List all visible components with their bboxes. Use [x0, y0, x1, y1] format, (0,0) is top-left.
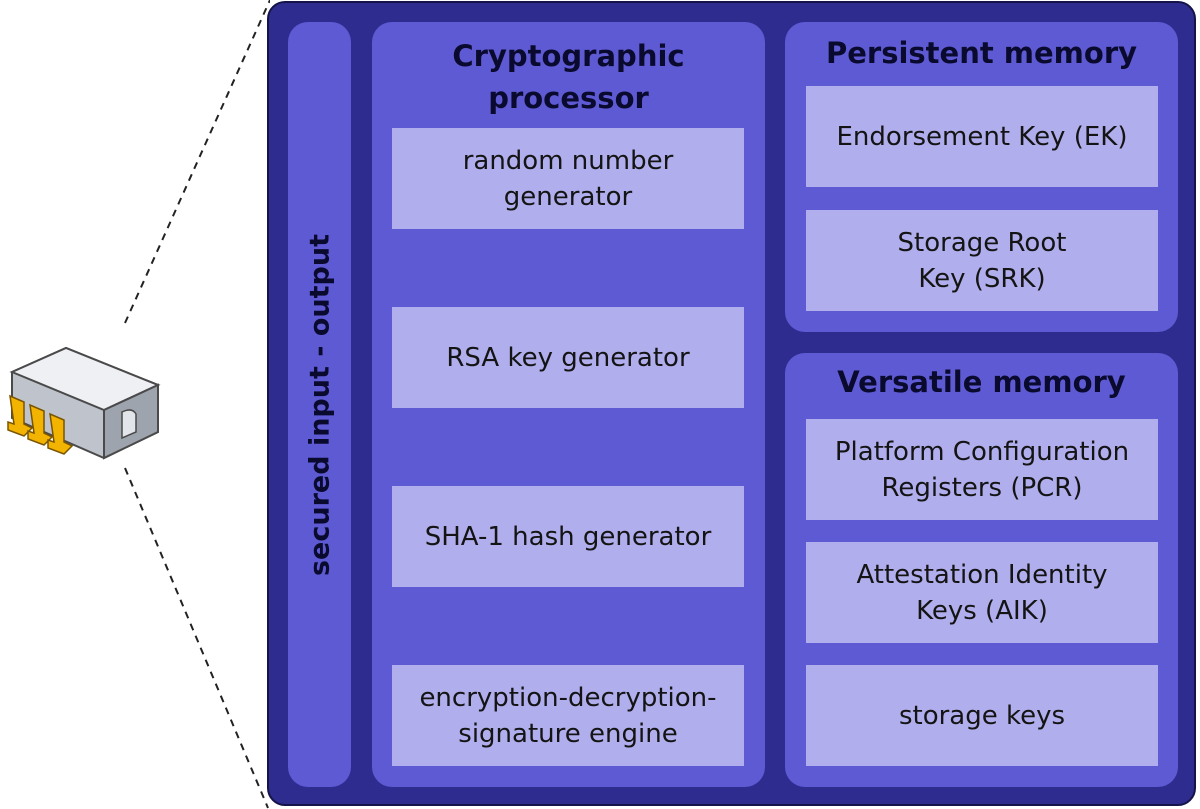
io-panel-label: secured input - output — [304, 233, 335, 576]
chip-notch — [121, 409, 137, 440]
crypto-item-sha1: SHA-1 hash generator — [392, 486, 744, 587]
chip-pin — [7, 394, 34, 437]
versatile-item-storage-keys: storage keys — [806, 665, 1158, 766]
chip-pin — [27, 403, 54, 446]
crypto-item-rng: random number generator — [392, 128, 744, 229]
chip-illustration — [0, 0, 270, 809]
crypto-processor-title: Cryptographic processor — [452, 39, 685, 115]
chip-icon — [7, 0, 270, 809]
versatile-memory-title: Versatile memory — [837, 365, 1126, 399]
crypto-item-rsa: RSA key generator — [392, 307, 744, 408]
zoom-line-bottom — [124, 467, 269, 809]
persistent-item-ek: Endorsement Key (EK) — [806, 86, 1158, 187]
persistent-memory-title: Persistent memory — [825, 36, 1138, 70]
chip-pin — [47, 412, 74, 455]
io-panel: secured input - output — [288, 22, 351, 787]
zoom-line-top — [124, 0, 270, 324]
crypto-item-engine: encryption-decryption- signature engine — [392, 665, 744, 766]
persistent-item-srk: Storage Root Key (SRK) — [806, 210, 1158, 311]
versatile-item-aik: Attestation Identity Keys (AIK) — [806, 542, 1158, 643]
versatile-item-pcr: Platform Configuration Registers (PCR) — [806, 419, 1158, 520]
